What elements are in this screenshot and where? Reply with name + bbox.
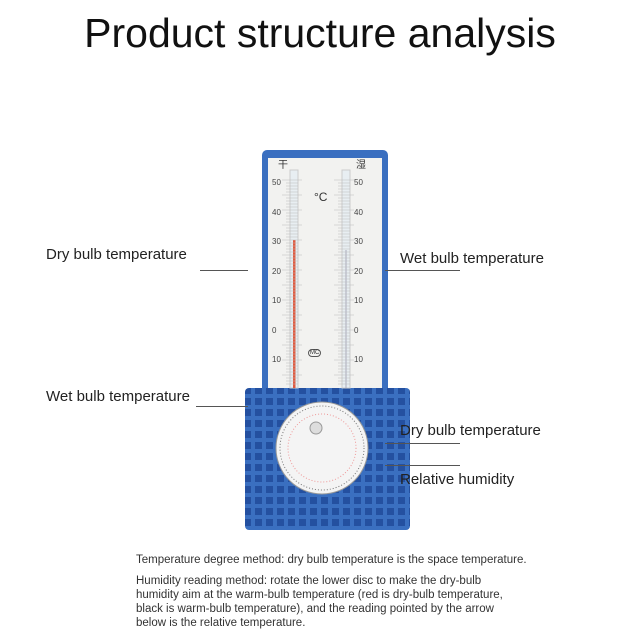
label-wet-bulb-right: Wet bulb temperature xyxy=(400,250,544,267)
scale-label-left: 30 xyxy=(272,237,281,246)
scale-label-right: 20 xyxy=(354,266,363,276)
leader-line xyxy=(196,406,248,407)
humidity-disc xyxy=(275,401,369,495)
scale-panel xyxy=(268,158,382,390)
page-title: Product structure analysis xyxy=(84,10,556,56)
dry-mercury xyxy=(293,240,296,388)
scale-label-right: 40 xyxy=(354,207,363,217)
scale-label-left: 40 xyxy=(272,207,281,217)
leader-line xyxy=(385,443,460,444)
leader-line xyxy=(200,270,248,271)
scale-label-left: 20 xyxy=(272,266,281,276)
note-humidity-method: Humidity reading method: rotate the lowe… xyxy=(136,575,503,629)
dry-label: 干 xyxy=(278,160,288,171)
scale-label-right: 50 xyxy=(354,178,363,187)
scale-label-left: 10 xyxy=(272,296,281,305)
label-dry-bulb-left: Dry bulb temperature xyxy=(46,246,187,263)
scale-label-right: 10 xyxy=(354,355,363,364)
notes: Temperature degree method: dry bulb temp… xyxy=(136,553,566,630)
scale-label-left: 0 xyxy=(272,325,277,335)
note-temperature-method: Temperature degree method: dry bulb temp… xyxy=(136,554,527,566)
scale-label-right: 0 xyxy=(354,325,359,335)
label-wet-bulb-left: Wet bulb temperature xyxy=(46,388,190,405)
scale-label-left: 10 xyxy=(272,355,281,364)
label-relative-humidity: Relative humidity xyxy=(400,471,515,488)
scale-label-right: 30 xyxy=(354,237,363,246)
scale-label-left: 50 xyxy=(272,178,281,187)
unit-label: °C xyxy=(314,190,328,204)
leader-line xyxy=(385,270,460,271)
scale-label-right: 10 xyxy=(354,296,363,305)
wet-label: 湿 xyxy=(356,160,366,171)
label-dry-bulb-right: Dry bulb temperature xyxy=(400,422,541,439)
leader-line xyxy=(385,465,460,466)
brand-logo: MC xyxy=(308,349,322,357)
